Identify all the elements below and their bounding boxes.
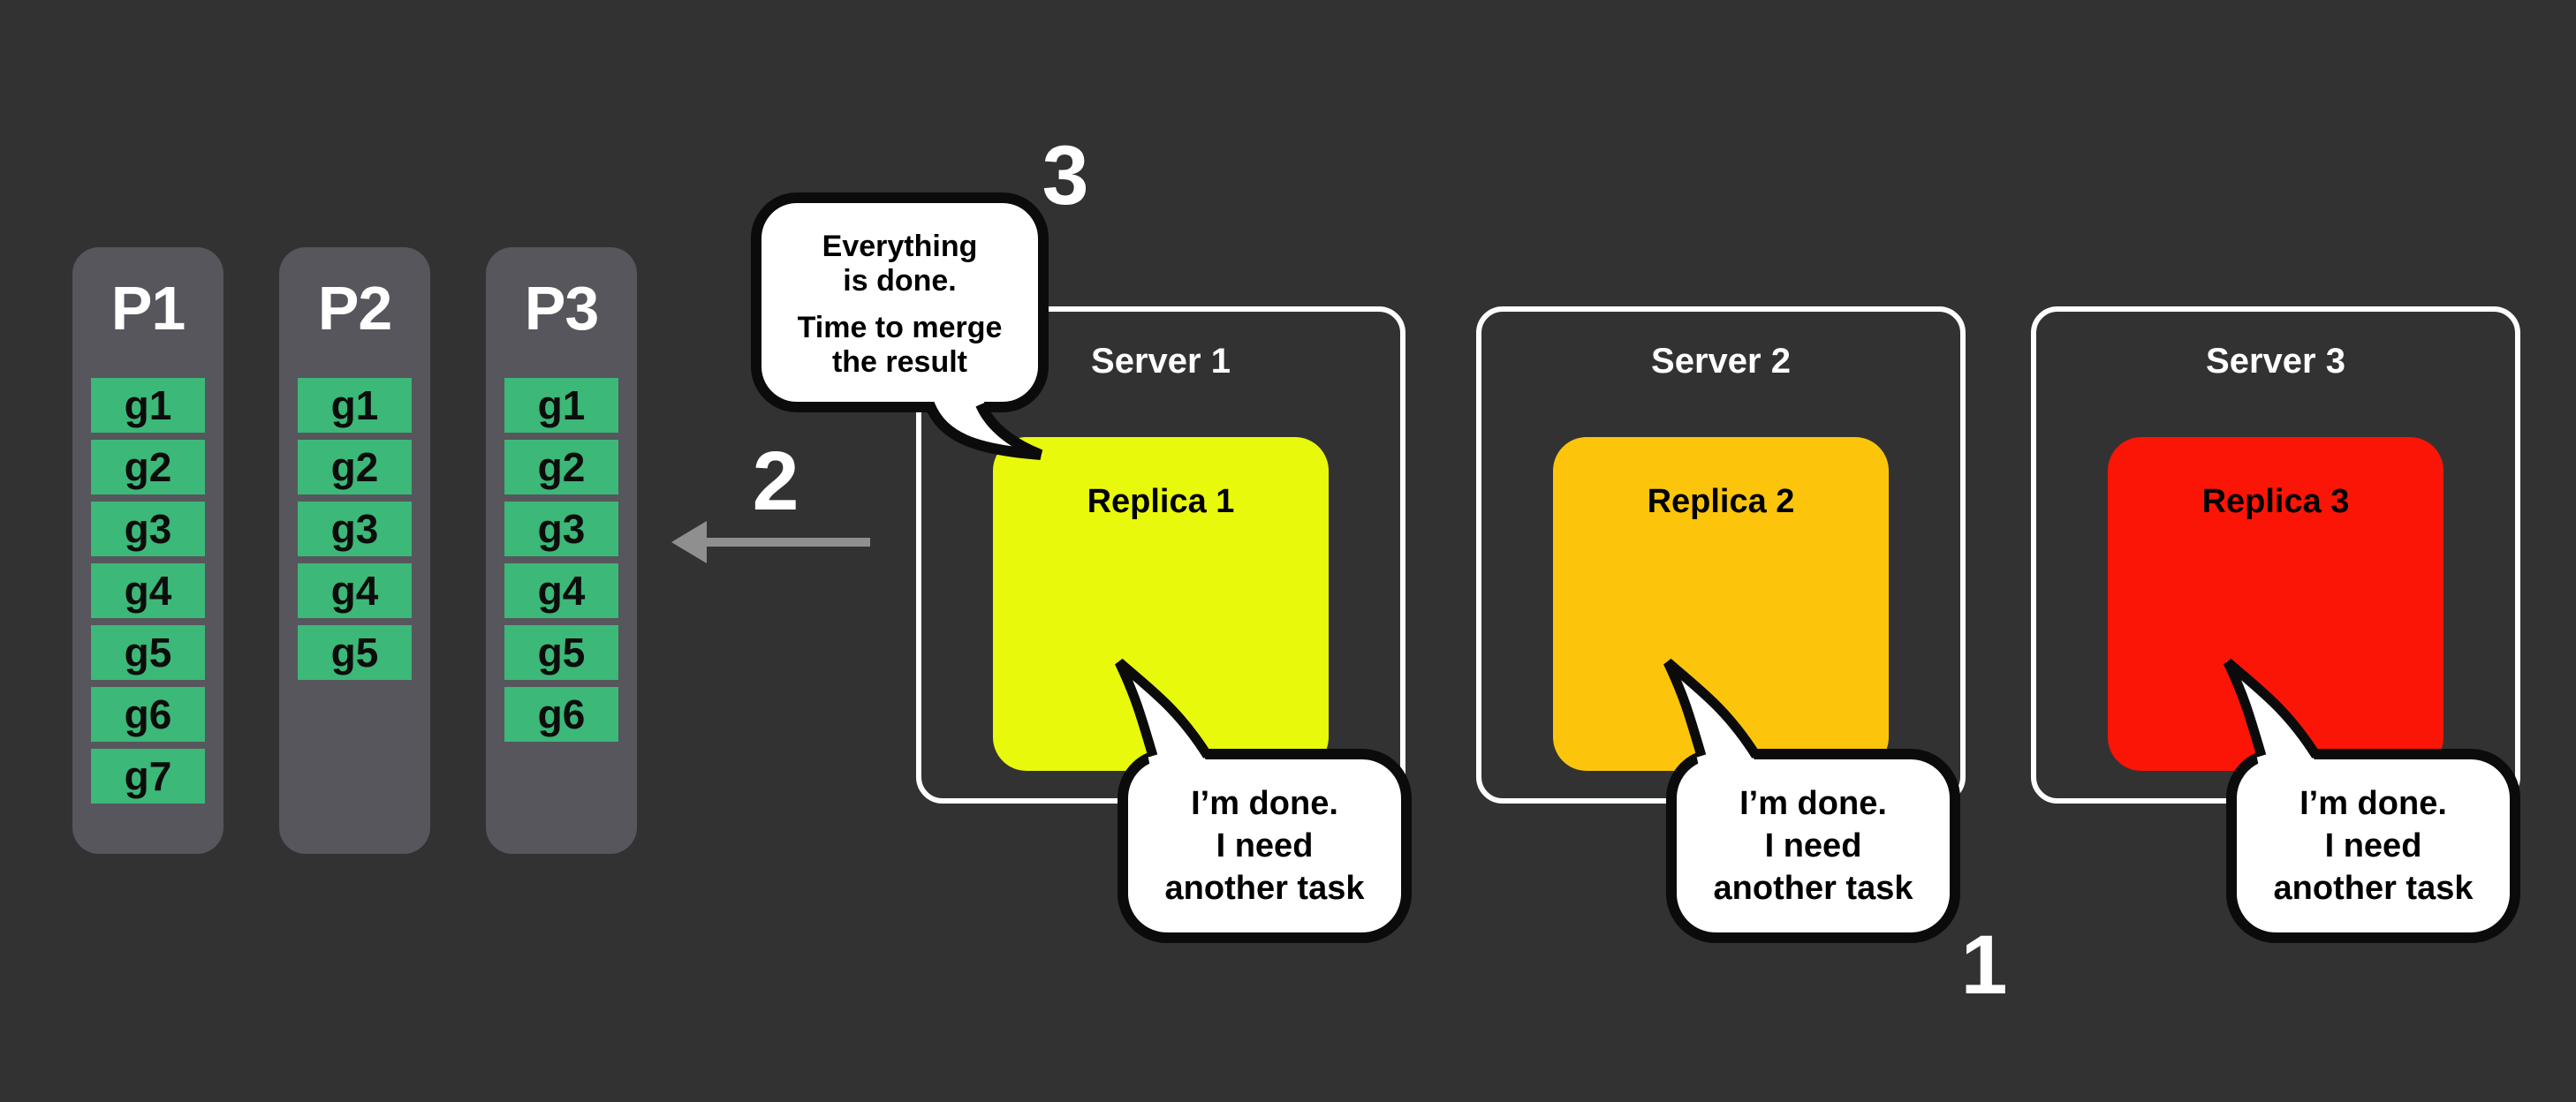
task-block: g1 xyxy=(504,378,618,433)
step-1-label: 1 xyxy=(1960,918,2008,1012)
partition-p3-title: P3 xyxy=(524,274,600,343)
task-block: g5 xyxy=(504,625,618,680)
speech-line: another task xyxy=(1164,870,1365,907)
task-block: g2 xyxy=(504,440,618,494)
task-block: g7 xyxy=(91,749,205,804)
speech-line: Time to merge xyxy=(797,311,1003,344)
speech-line: I’m done. xyxy=(1191,785,1338,822)
partition-p1-title: P1 xyxy=(110,274,186,343)
speech-line: I need xyxy=(1216,827,1314,864)
partition-p1-task-list: g1 g2 g3 g4 g5 g6 g7 xyxy=(91,378,205,811)
server-2-title: Server 2 xyxy=(1651,342,1791,381)
task-block: g3 xyxy=(298,502,412,556)
replica-2-speech-bubble: I’m done. I need another task xyxy=(1666,749,1960,943)
speech-line: I need xyxy=(2324,827,2422,864)
task-block: g6 xyxy=(91,687,205,742)
task-block: g2 xyxy=(298,440,412,494)
task-block: g3 xyxy=(91,502,205,556)
server-3-title: Server 3 xyxy=(2206,342,2345,381)
task-block: g6 xyxy=(504,687,618,742)
replica-2-label: Replica 2 xyxy=(1647,483,1795,520)
partition-p2-task-list: g1 g2 g3 g4 g5 xyxy=(298,378,412,687)
speech-line: is done. xyxy=(843,264,957,298)
partition-p2: P2 g1 g2 g3 g4 g5 xyxy=(279,247,430,854)
task-block: g5 xyxy=(298,625,412,680)
replica-1-speech-bubble: I’m done. I need another task xyxy=(1118,749,1412,943)
speech-line: another task xyxy=(1713,870,1913,907)
task-block: g3 xyxy=(504,502,618,556)
speech-line: I’m done. xyxy=(2299,785,2447,822)
task-block: g5 xyxy=(91,625,205,680)
replica-3-speech-bubble: I’m done. I need another task xyxy=(2226,749,2520,943)
task-block: g2 xyxy=(91,440,205,494)
task-block: g1 xyxy=(91,378,205,433)
task-block: g4 xyxy=(298,563,412,618)
replica-1-label: Replica 1 xyxy=(1087,483,1235,520)
partition-p3: P3 g1 g2 g3 g4 g5 g6 xyxy=(486,247,637,854)
replica-2: Replica 2 xyxy=(1553,437,1889,771)
speech-line: the result xyxy=(831,345,968,379)
speech-line: I’m done. xyxy=(1739,785,1887,822)
partition-p3-task-list: g1 g2 g3 g4 g5 g6 xyxy=(504,378,618,749)
speech-line: Everything xyxy=(822,230,978,263)
replica-3: Replica 3 xyxy=(2108,437,2443,771)
speech-line: another task xyxy=(2273,870,2474,907)
step-2-label: 2 xyxy=(752,434,799,528)
server-1-title: Server 1 xyxy=(1091,342,1231,381)
partition-p2-title: P2 xyxy=(317,274,393,343)
replica-1: Replica 1 xyxy=(993,437,1329,771)
merge-speech-bubble: Everything is done. Time to merge the re… xyxy=(751,192,1049,412)
step-3-label: 3 xyxy=(1042,129,1089,223)
task-block: g4 xyxy=(504,563,618,618)
speech-line: I need xyxy=(1764,827,1862,864)
replica-3-label: Replica 3 xyxy=(2201,483,2350,520)
task-block: g1 xyxy=(298,378,412,433)
task-block: g4 xyxy=(91,563,205,618)
partition-p1: P1 g1 g2 g3 g4 g5 g6 g7 xyxy=(72,247,224,854)
